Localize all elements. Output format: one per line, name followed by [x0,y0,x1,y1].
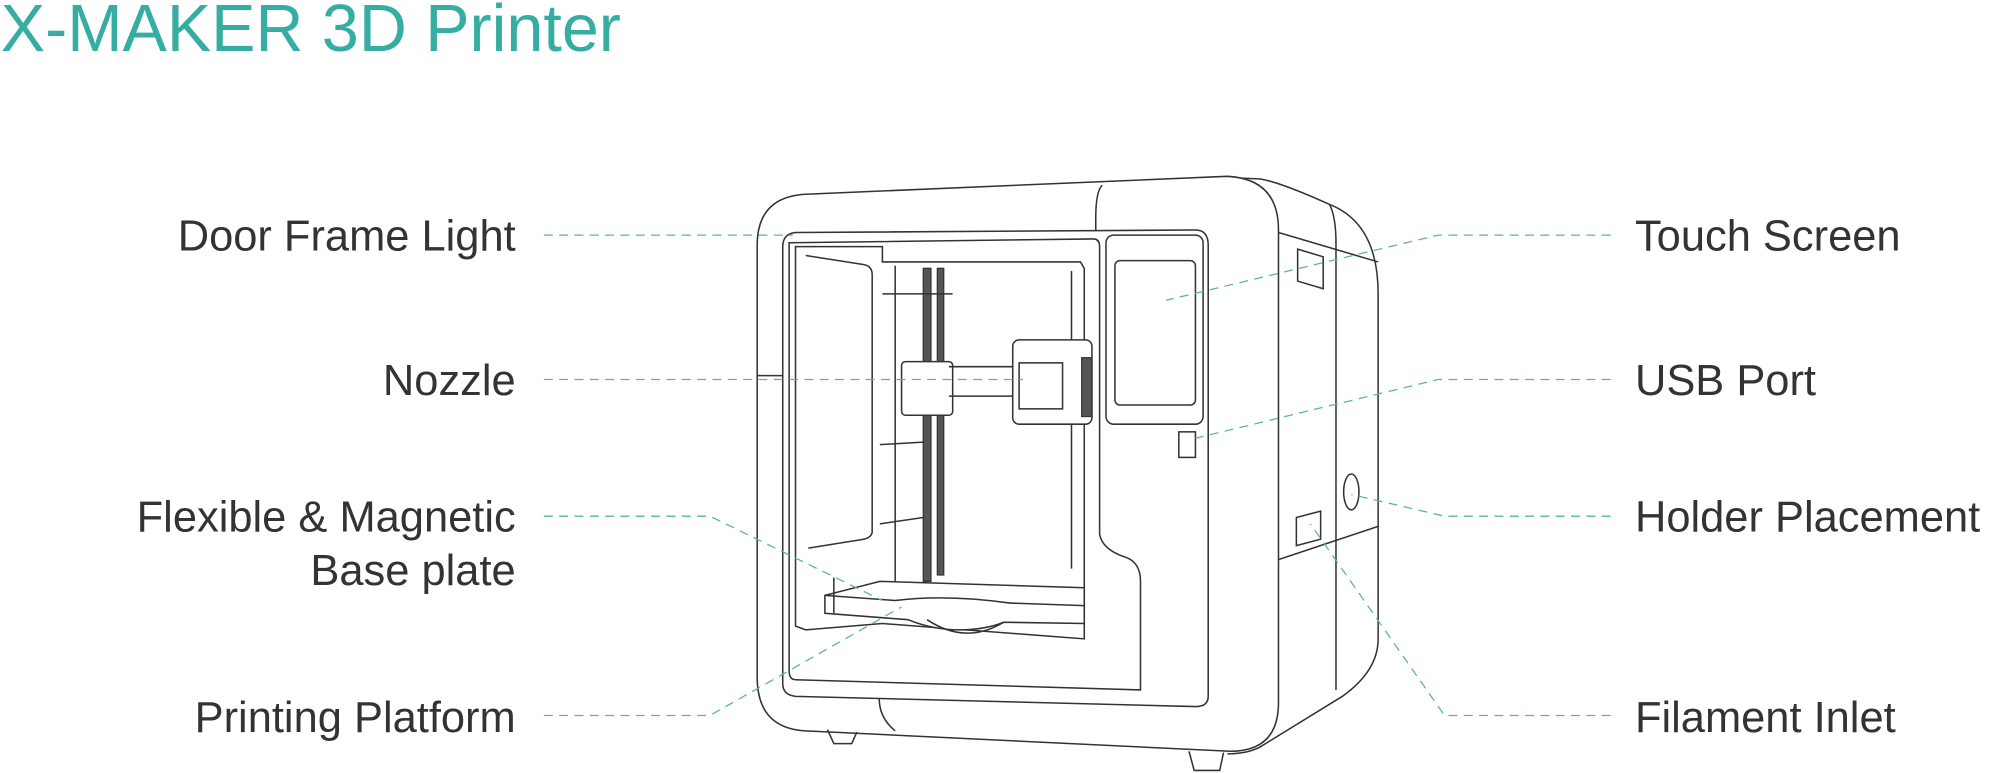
label-filament-inlet: Filament Inlet [1635,694,1896,742]
label-holder-placement: Holder Placement [1635,494,1980,542]
label-door-frame-light: Door Frame Light [178,212,516,260]
label-printing-platform: Printing Platform [195,694,516,742]
leader-lines [543,234,1611,717]
leader-printing-platform [543,606,902,717]
leader-usb-port [1195,378,1611,439]
leader-filament-inlet [1309,523,1611,717]
label-nozzle: Nozzle [383,357,516,405]
page-title: X-MAKER 3D Printer [1,0,621,66]
leader-touch-screen [1165,234,1611,301]
leader-holder-placement [1351,493,1611,517]
label-usb-port: USB Port [1635,357,1816,405]
label-base-plate-line1: Flexible & Magnetic [137,494,516,542]
printer-illustration [756,175,1379,772]
leader-base-plate [543,515,883,602]
label-touch-screen: Touch Screen [1635,212,1901,260]
label-base-plate-line2: Base plate [310,547,515,595]
